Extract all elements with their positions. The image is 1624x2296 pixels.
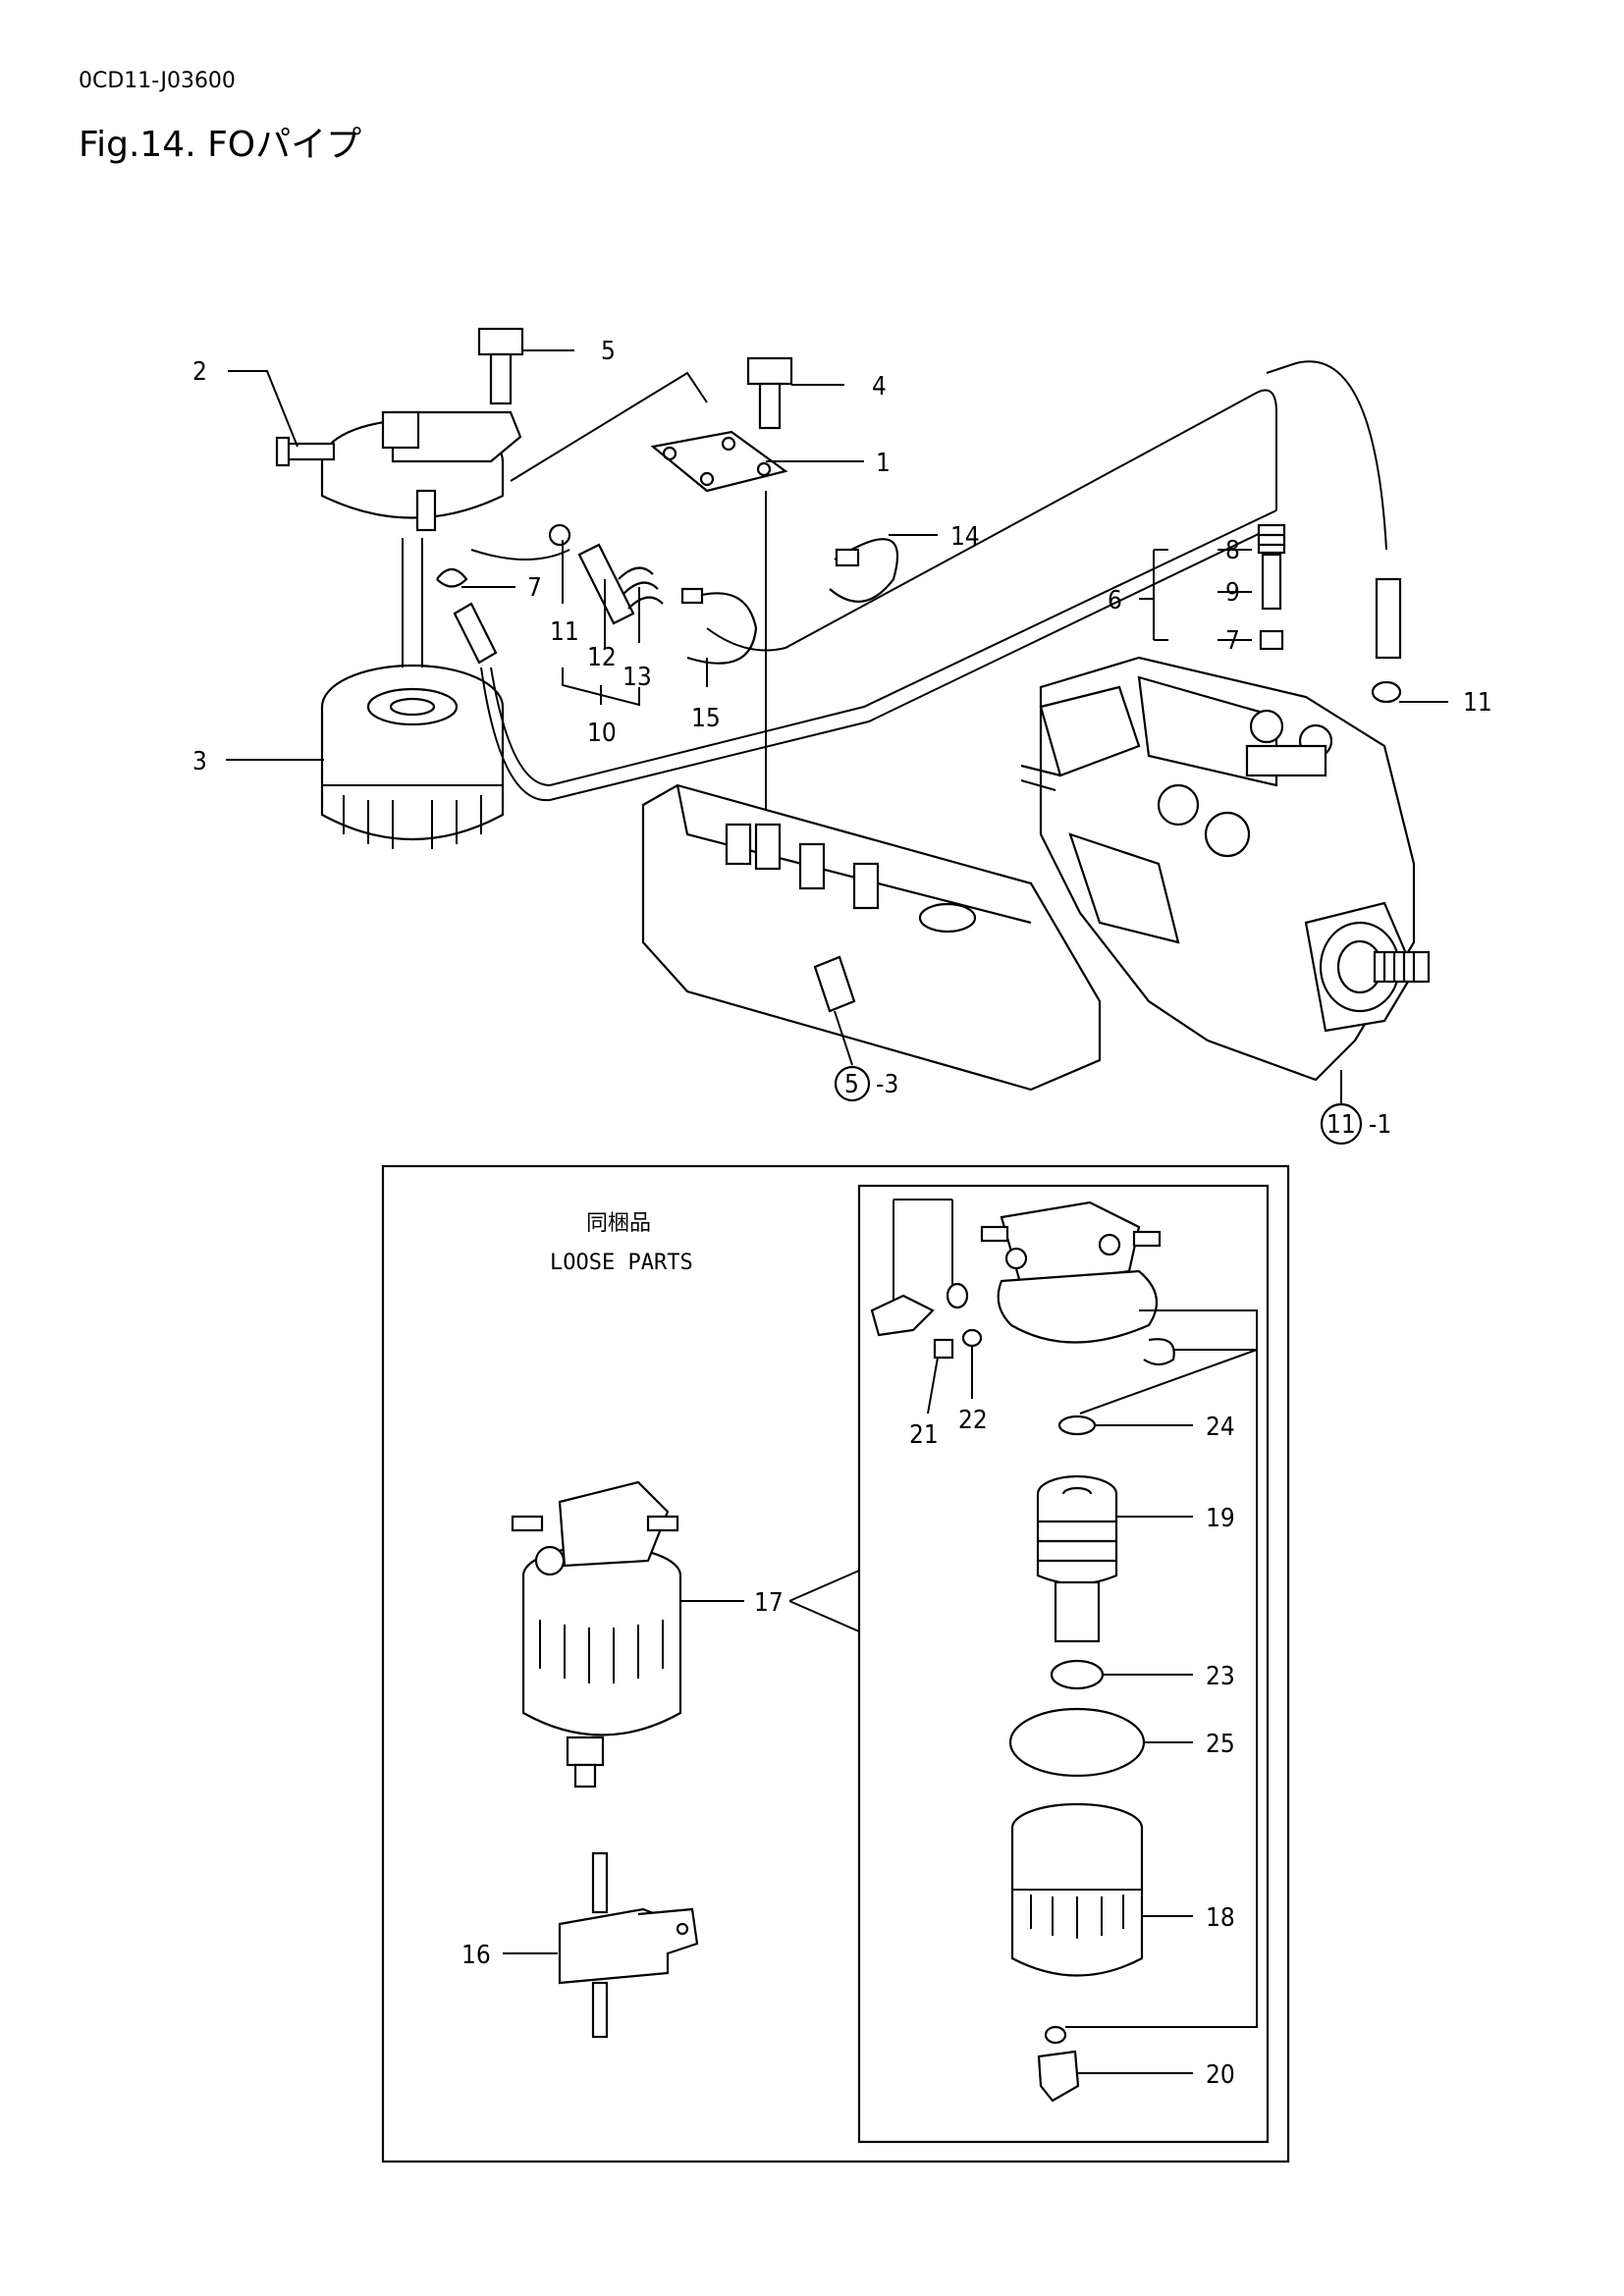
clamp-14-part bbox=[829, 538, 898, 603]
callout-11-right: 11 bbox=[1463, 688, 1492, 718]
callout-15: 15 bbox=[691, 704, 721, 733]
filter-element-part bbox=[320, 664, 505, 849]
oring-25-part bbox=[1008, 1707, 1146, 1778]
plate-part bbox=[650, 430, 788, 493]
callout-13: 13 bbox=[623, 663, 652, 692]
callout-5: 5 bbox=[601, 337, 616, 366]
small-oring-part bbox=[946, 1282, 969, 1309]
clamp-7-upper-part bbox=[436, 567, 468, 588]
inline-filter-16-part bbox=[558, 1851, 699, 2039]
callout-6: 6 bbox=[1108, 586, 1122, 615]
filter-assembly-17-part bbox=[511, 1480, 682, 1789]
clamp-11-right-part bbox=[1371, 680, 1402, 704]
callout-3: 3 bbox=[192, 747, 207, 776]
callout-16: 16 bbox=[461, 1941, 491, 1970]
exploded-head-part bbox=[980, 1201, 1162, 1344]
svg-text:11: 11 bbox=[1326, 1110, 1356, 1140]
callout-10: 10 bbox=[587, 719, 617, 748]
loose-parts-label-jp: 同梱品 bbox=[586, 1211, 651, 1236]
upper-leaders bbox=[226, 349, 1448, 761]
svg-text:-1: -1 bbox=[1369, 1110, 1391, 1140]
figure-title: Fig.14. FOパイプ bbox=[79, 125, 362, 165]
document-code: 0CD11-J03600 bbox=[79, 69, 236, 93]
loose-parts-frame bbox=[381, 1164, 1290, 2163]
clamp-7-right-part bbox=[1259, 629, 1284, 651]
callout-20: 20 bbox=[1206, 2060, 1235, 2090]
manifold-block-part bbox=[641, 783, 1102, 1092]
callout-11-left: 11 bbox=[550, 617, 579, 647]
element-19-part bbox=[1036, 1474, 1118, 1643]
retaining-clip-part bbox=[1143, 1338, 1175, 1366]
ref-11-1: 11 -1 bbox=[1320, 1102, 1391, 1146]
filter-head-part bbox=[275, 410, 522, 532]
svg-text:-3: -3 bbox=[876, 1070, 898, 1099]
hose-left-part bbox=[453, 602, 498, 665]
callout-7-right: 7 bbox=[1225, 626, 1240, 656]
screw-21-part bbox=[933, 1338, 954, 1360]
svg-text:5: 5 bbox=[844, 1070, 859, 1099]
drain-20-part bbox=[1037, 2050, 1080, 2103]
callout-2: 2 bbox=[192, 357, 207, 387]
callout-23: 23 bbox=[1206, 1662, 1235, 1691]
callout-19: 19 bbox=[1206, 1504, 1235, 1533]
callout-1: 1 bbox=[876, 449, 891, 478]
callout-7-upper: 7 bbox=[527, 573, 542, 603]
ref-5-3: 5 -3 bbox=[834, 1065, 898, 1102]
oring-small-bottom-part bbox=[1044, 2025, 1067, 2045]
ring-23-part bbox=[1050, 1659, 1105, 1690]
loose-parts-label-en: LOOSE PARTS bbox=[550, 1251, 693, 1275]
exploded-view-frame bbox=[857, 1184, 1270, 2144]
callout-4: 4 bbox=[872, 372, 887, 401]
hose-assembly-part bbox=[548, 523, 664, 625]
pipe-right-part bbox=[1375, 577, 1402, 660]
callout-14: 14 bbox=[950, 522, 980, 552]
washer-22-part bbox=[961, 1328, 983, 1348]
nozzle-8-part bbox=[1257, 523, 1286, 555]
callout-9: 9 bbox=[1225, 578, 1240, 608]
callout-24: 24 bbox=[1206, 1413, 1235, 1442]
pipe-9-part bbox=[1261, 553, 1282, 611]
callout-12: 12 bbox=[587, 643, 617, 672]
band-15-part bbox=[680, 587, 758, 665]
bolt-5-part bbox=[477, 327, 524, 405]
oring-24-part bbox=[1057, 1415, 1097, 1436]
callout-25: 25 bbox=[1206, 1730, 1235, 1759]
injection-pump-part bbox=[1020, 656, 1431, 1082]
callout-21: 21 bbox=[909, 1420, 939, 1450]
exploded-leaders bbox=[893, 1199, 1258, 2074]
callout-22: 22 bbox=[958, 1406, 988, 1435]
bleed-screw-part bbox=[870, 1294, 935, 1337]
bolt-4-part bbox=[746, 356, 793, 430]
callout-17: 17 bbox=[754, 1588, 784, 1618]
bowl-18-part bbox=[1010, 1802, 1144, 1977]
callout-8: 8 bbox=[1225, 536, 1240, 565]
callout-18: 18 bbox=[1206, 1903, 1235, 1933]
